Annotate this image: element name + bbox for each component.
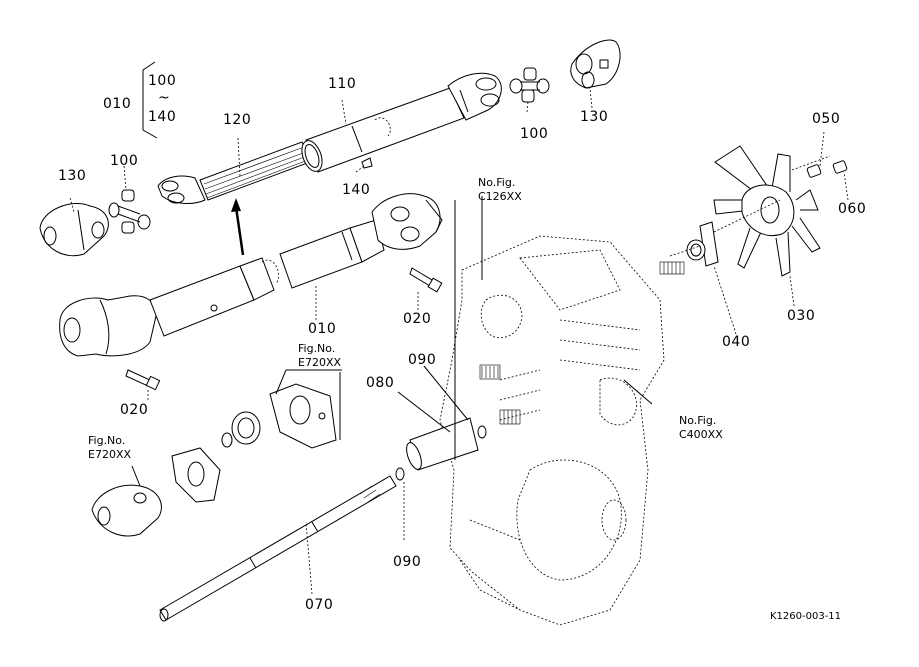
group-label-assembly: 010 xyxy=(103,96,132,112)
reference-c126: No.Fig. C126XX xyxy=(478,176,522,204)
bolt-020-left xyxy=(125,369,161,391)
propeller-shaft-010 xyxy=(59,193,443,357)
part-label-140: 140 xyxy=(342,182,371,198)
reference-e720-lower: Fig.No. E720XX xyxy=(88,434,131,462)
reference-e720-upper-line2: E720XX xyxy=(298,355,342,369)
fan-030 xyxy=(713,145,821,277)
part-label-080: 080 xyxy=(366,375,395,391)
part-label-020-left: 020 xyxy=(120,402,149,418)
drawing-code: K1260-003-11 xyxy=(770,611,842,622)
part-label-010: 010 xyxy=(308,321,337,337)
group-range-start: 100 xyxy=(148,73,177,89)
part-label-100-upper: 100 xyxy=(520,126,549,142)
reference-c400: No.Fig. C400XX xyxy=(679,414,723,442)
part-label-120: 120 xyxy=(223,112,252,128)
part-label-100-left: 100 xyxy=(110,153,139,169)
group-range-end: 140 xyxy=(148,109,177,125)
reference-e720-upper-line1: Fig.No. xyxy=(298,342,336,355)
nut-050 xyxy=(806,164,822,178)
part-label-060: 060 xyxy=(838,201,867,217)
reference-c126-line1: No.Fig. xyxy=(478,176,516,189)
bolt-020-right xyxy=(409,267,443,293)
part-label-040: 040 xyxy=(722,334,751,350)
shaft-070 xyxy=(159,475,397,622)
reference-e720-lower-line2: E720XX xyxy=(88,447,132,461)
part-label-070: 070 xyxy=(305,597,334,613)
part-label-130-upper: 130 xyxy=(580,109,609,125)
yoke-130-upper xyxy=(570,39,621,89)
snap-ring xyxy=(221,432,233,448)
o-ring-090-lower xyxy=(395,467,405,481)
part-label-050: 050 xyxy=(812,111,841,127)
yoke-130-left xyxy=(39,202,109,257)
group-range-separator: ~ xyxy=(158,90,171,106)
part-label-110: 110 xyxy=(328,76,357,92)
reference-c400-line1: No.Fig. xyxy=(679,414,717,427)
universal-joint-cross-100-upper xyxy=(509,67,550,103)
bolt-060 xyxy=(832,160,848,174)
part-label-020-right: 020 xyxy=(403,311,432,327)
universal-joint-cross-100-left xyxy=(108,189,151,234)
flange-upper xyxy=(269,383,337,449)
part-label-130-left: 130 xyxy=(58,168,87,184)
reference-e720-lower-line1: Fig.No. xyxy=(88,434,126,447)
assembly-arrow xyxy=(231,198,245,256)
flange-lower xyxy=(171,447,221,503)
transmission-case xyxy=(439,235,685,626)
reference-e720-upper: Fig.No. E720XX xyxy=(298,342,341,370)
collar-080 xyxy=(406,417,479,471)
bearing xyxy=(231,411,261,445)
reference-c126-line2: C126XX xyxy=(478,189,522,203)
o-ring-090-upper xyxy=(477,425,487,439)
part-label-090-upper: 090 xyxy=(408,352,437,368)
yoke-lower xyxy=(91,484,162,537)
reference-c400-line2: C400XX xyxy=(679,427,723,441)
hub-040 xyxy=(686,221,719,267)
tube-yoke-110 xyxy=(301,72,502,173)
leader-lines xyxy=(69,87,849,595)
part-label-030: 030 xyxy=(787,308,816,324)
part-label-090-lower: 090 xyxy=(393,554,422,570)
group-bracket xyxy=(142,61,158,139)
splined-shaft-120 xyxy=(157,141,311,204)
